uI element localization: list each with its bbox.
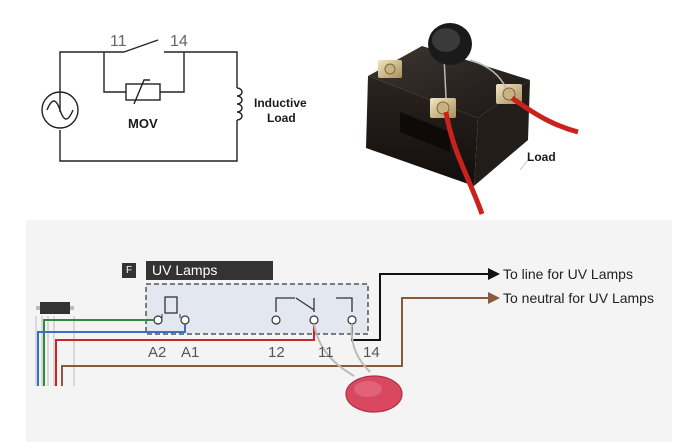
terminal-14 bbox=[347, 315, 357, 325]
terminal-11 bbox=[309, 315, 319, 325]
contact-14-label: 14 bbox=[170, 33, 188, 50]
relay-terminal-a1 bbox=[378, 60, 402, 78]
to-line-label: To line for UV Lamps bbox=[503, 266, 633, 282]
terminal-label-14: 14 bbox=[363, 344, 380, 361]
load-wire-2 bbox=[510, 95, 579, 135]
coil-symbol bbox=[164, 296, 178, 314]
inductive-label: Inductive bbox=[254, 96, 307, 110]
to-neutral-label: To neutral for UV Lamps bbox=[503, 290, 654, 306]
terminal-a1 bbox=[180, 315, 190, 325]
mov-lead-1 bbox=[313, 323, 355, 377]
parallel-branch bbox=[103, 52, 185, 93]
ac-source bbox=[41, 91, 79, 129]
terminal-label-12: 12 bbox=[268, 344, 285, 361]
photo-load-label: Load bbox=[527, 150, 556, 164]
wire-red bbox=[55, 324, 315, 386]
wire-brown bbox=[61, 297, 488, 386]
terminal-label-a1: A1 bbox=[181, 344, 200, 361]
relay-body-side bbox=[474, 80, 530, 186]
relay-body-top bbox=[368, 46, 530, 118]
relay-module-box bbox=[145, 283, 369, 335]
arrow-neutral bbox=[488, 292, 500, 304]
mov-lead-2 bbox=[350, 323, 371, 373]
contact-11-label: 11 bbox=[110, 33, 127, 50]
switch-contact bbox=[104, 39, 184, 53]
arrow-line bbox=[488, 268, 500, 280]
terminal-label-11: 11 bbox=[318, 344, 334, 361]
contact-switch bbox=[275, 297, 353, 312]
relay-terminal-a2 bbox=[430, 98, 456, 118]
terminal-label-a2: A2 bbox=[148, 344, 167, 361]
terminal-a2 bbox=[153, 315, 163, 325]
module-letter-badge: F bbox=[122, 263, 136, 278]
diode-component bbox=[40, 302, 70, 314]
ac-wave bbox=[46, 100, 74, 120]
wire-blue bbox=[37, 324, 186, 386]
mov-label: MOV bbox=[128, 116, 158, 131]
load-wire-1 bbox=[443, 111, 485, 215]
mov-symbol-diagonal bbox=[133, 79, 150, 105]
wire-green bbox=[43, 319, 154, 386]
load-label: Load bbox=[267, 111, 296, 125]
inductor-coil bbox=[236, 87, 243, 121]
module-title: UV Lamps bbox=[146, 261, 273, 280]
terminal-12 bbox=[271, 315, 281, 325]
